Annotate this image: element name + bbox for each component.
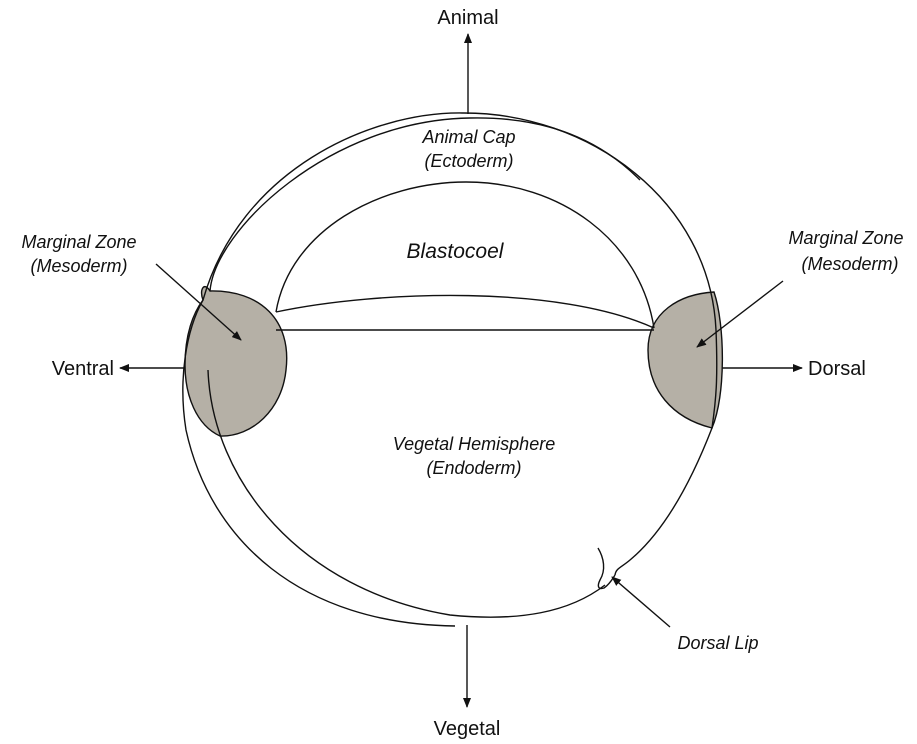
ventral-label: Ventral xyxy=(52,358,114,380)
marginal-zone-right-shape xyxy=(647,291,724,429)
marginal-zone-left-shape xyxy=(184,286,288,437)
blastocoel-floor-upper xyxy=(275,294,655,329)
vegetal-hemisphere-label: Vegetal Hemisphere xyxy=(393,434,555,454)
blastocoel-dome xyxy=(275,181,655,329)
animal-cap-label: Animal Cap xyxy=(421,127,515,147)
blastocoel-label: Blastocoel xyxy=(407,240,505,263)
marginal-zone-left-pointer xyxy=(155,263,242,341)
marginal-zone-left-label: Marginal Zone xyxy=(21,232,136,252)
marginal-zone-right-pointer xyxy=(696,280,784,348)
dorsal-lip-notch xyxy=(597,547,616,590)
dorsal-lip-pointer xyxy=(611,576,671,628)
dorsal-lip-label: Dorsal Lip xyxy=(677,633,758,653)
embryo-vegetal-outline xyxy=(207,369,606,618)
embryo-inner-outline xyxy=(209,117,641,292)
dorsal-label: Dorsal xyxy=(808,358,866,380)
vegetal-hemisphere-sublabel: (Endoderm) xyxy=(426,458,521,478)
embryo-outer-outline xyxy=(202,112,718,576)
marginal-zone-left-sublabel: (Mesoderm) xyxy=(30,256,127,276)
marginal-zone-right-label: Marginal Zone xyxy=(788,228,903,248)
animal-cap-sublabel: (Ectoderm) xyxy=(424,151,513,171)
marginal-zone-right-sublabel: (Mesoderm) xyxy=(801,254,898,274)
animal-label: Animal xyxy=(437,7,498,29)
embryo-ventral-rim xyxy=(182,299,456,627)
vegetal-label: Vegetal xyxy=(434,718,501,740)
